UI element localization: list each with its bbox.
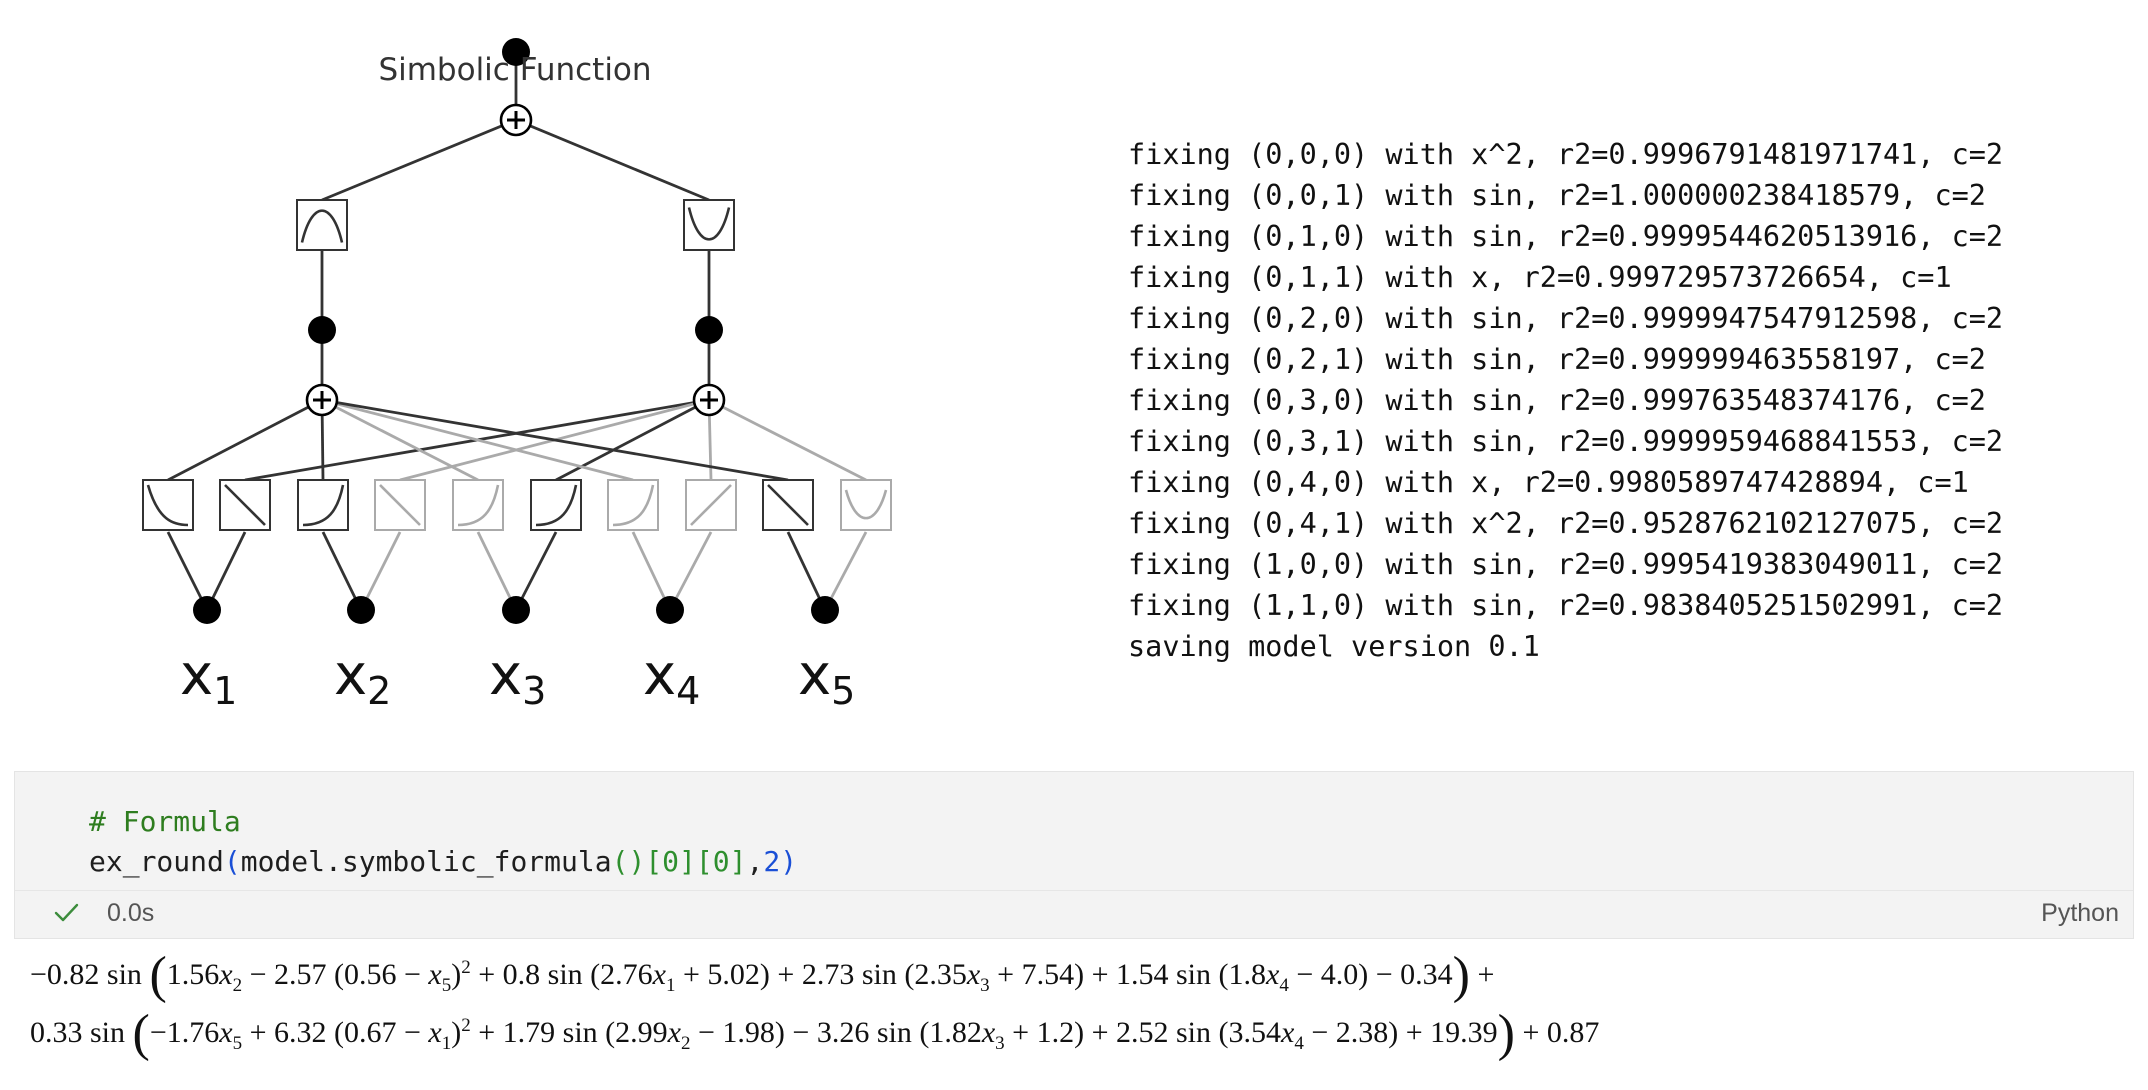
code-index-1: [0] <box>645 845 696 878</box>
input-node <box>193 596 221 624</box>
code-arg: model.symbolic_formula <box>240 845 612 878</box>
activation-curve <box>302 484 345 527</box>
diagram-title: Simbolic Function <box>378 52 651 88</box>
log-output: fixing (0,0,0) with x^2, r2=0.9996791481… <box>1128 134 2003 667</box>
code-index-2: [0] <box>695 845 747 878</box>
log-line: fixing (0,3,1) with sin, r2=0.9999959468… <box>1128 425 2004 458</box>
activation-curve <box>146 484 189 527</box>
activation-box <box>142 479 194 531</box>
hidden-edge <box>321 398 789 482</box>
code-comma: , <box>746 845 764 878</box>
activation-box <box>607 479 659 531</box>
activation-box <box>530 479 582 531</box>
log-line: fixing (0,0,0) with x^2, r2=0.9996791481… <box>1128 138 2004 171</box>
input-edge <box>514 531 558 611</box>
input-edge <box>823 531 868 611</box>
code-close-paren: ) <box>780 845 798 878</box>
activation-curve <box>690 484 732 526</box>
activation-box <box>297 479 349 531</box>
formula-line-2: 0.33 sin (−1.76x5 + 6.32 (0.67 − x1)2 + … <box>30 1005 1600 1062</box>
activation-curve <box>687 207 731 241</box>
input-label: x3 <box>489 643 546 713</box>
activation-curve <box>844 489 888 520</box>
hidden-edge <box>321 398 479 482</box>
input-edge <box>321 531 363 611</box>
input-label: x5 <box>798 643 855 713</box>
activation-box <box>840 479 892 531</box>
diagram-edges <box>166 52 868 611</box>
code-cell[interactable]: # Formula ex_round(model.symbolic_formul… <box>14 771 2134 939</box>
input-edge <box>668 531 713 611</box>
activation-curve <box>535 484 578 527</box>
activation-curve <box>224 484 266 526</box>
input-labels: x1 x2 x3 x4 x5 <box>180 643 855 713</box>
input-node <box>811 596 839 624</box>
hidden-edge <box>167 398 323 482</box>
diagram-activation-boxes <box>142 199 892 531</box>
code-number: 2 <box>763 845 781 878</box>
activation-box <box>452 479 504 531</box>
input-node <box>347 596 375 624</box>
input-edge <box>359 531 402 611</box>
input-edge <box>476 531 518 611</box>
output-edge <box>515 118 710 202</box>
log-line: saving model version 0.1 <box>1128 630 1540 663</box>
activation-curve <box>457 484 500 527</box>
log-line: fixing (0,3,0) with sin, r2=0.9997635483… <box>1128 384 1986 417</box>
log-line: fixing (0,0,1) with sin, r2=1.0000002384… <box>1128 179 1986 212</box>
input-node <box>656 596 684 624</box>
log-line: fixing (0,1,0) with sin, r2=0.9999544620… <box>1128 220 2004 253</box>
kan-network-diagram: Simbolic Function x1 x2 x3 x4 x5 <box>142 38 892 713</box>
hidden-edge <box>321 398 634 482</box>
activation-curve <box>379 484 421 526</box>
input-edge <box>166 531 209 611</box>
code-call-parens: () <box>611 845 646 878</box>
log-line: fixing (0,2,0) with sin, r2=0.9999947547… <box>1128 302 2004 335</box>
activation-curve <box>612 484 655 527</box>
code-editor[interactable]: # Formula ex_round(model.symbolic_formul… <box>89 802 797 882</box>
output-edge <box>321 118 517 202</box>
input-edge <box>205 531 247 611</box>
kernel-language-label[interactable]: Python <box>2041 899 2119 927</box>
input-label: x4 <box>643 643 700 713</box>
input-node <box>502 596 530 624</box>
execution-time: 0.0s <box>107 899 155 927</box>
input-label: x1 <box>180 643 237 713</box>
code-fn: ex_round <box>89 845 224 878</box>
input-edge <box>631 531 672 611</box>
activation-curve <box>300 209 344 243</box>
input-edge <box>786 531 827 611</box>
code-open-paren: ( <box>223 845 241 878</box>
log-line: fixing (1,0,0) with sin, r2=0.9995419383… <box>1128 548 2004 581</box>
activation-box <box>683 199 735 251</box>
check-icon <box>54 903 79 922</box>
log-line: fixing (0,4,1) with x^2, r2=0.9528762102… <box>1128 507 2004 540</box>
diagram-nodes <box>193 38 839 624</box>
log-line: fixing (0,4,0) with x, r2=0.998058974742… <box>1128 466 1969 499</box>
hidden-node <box>308 316 336 344</box>
formula-line-1: −0.82 sin (1.56x2 − 2.57 (0.56 − x5)2 + … <box>30 947 1495 1004</box>
cell-status-bar: 0.0s Python <box>15 890 2133 939</box>
log-line: fixing (0,2,1) with sin, r2=0.9999994635… <box>1128 343 1986 376</box>
code-comment: # Formula <box>89 805 241 838</box>
activation-curve <box>767 484 809 526</box>
hidden-node <box>695 316 723 344</box>
hidden-edge <box>708 398 867 482</box>
activation-box <box>296 199 348 251</box>
output-node <box>502 38 530 66</box>
log-line: fixing (1,1,0) with sin, r2=0.9838405251… <box>1128 589 2004 622</box>
input-label: x2 <box>334 643 391 713</box>
log-line: fixing (0,1,1) with x, r2=0.999729573726… <box>1128 261 1952 294</box>
